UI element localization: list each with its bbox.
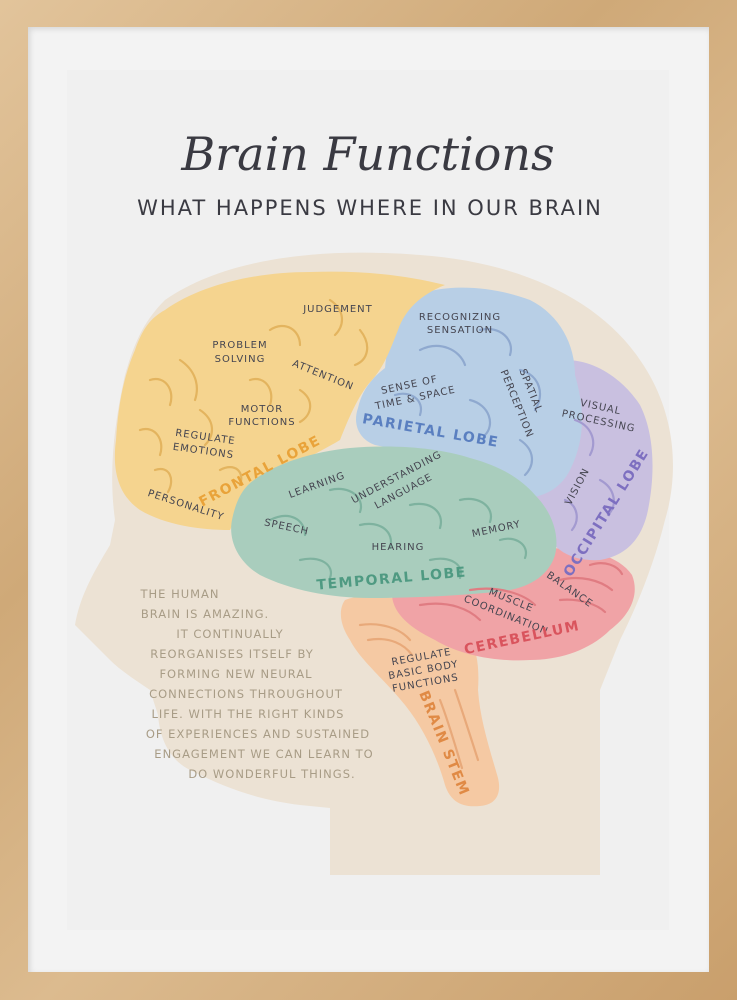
paragraph-line: REORGANISES ITSELF BY xyxy=(150,647,314,661)
description-paragraph: THE HUMAN BRAIN IS AMAZING. IT CONTINUAL… xyxy=(139,587,373,781)
temporal-lobe-region xyxy=(231,446,557,598)
poster-title: Brain Functions xyxy=(180,127,554,181)
label-recognizing: RECOGNIZING xyxy=(419,312,501,323)
paragraph-line: DO WONDERFUL THINGS. xyxy=(188,767,355,781)
label-sensation: SENSATION xyxy=(427,325,493,336)
brain-folds xyxy=(138,298,624,770)
paragraph-line: OF EXPERIENCES AND SUSTAINED xyxy=(146,727,370,741)
frontal-lobe-region xyxy=(114,271,446,530)
label-hearing: HEARING xyxy=(372,542,425,553)
label-motor: MOTOR xyxy=(241,404,283,415)
paragraph-line: BRAIN IS AMAZING. xyxy=(141,607,269,621)
label-solving: SOLVING xyxy=(215,354,266,365)
label-functions: FUNCTIONS xyxy=(228,417,295,428)
paragraph-line: FORMING NEW NEURAL xyxy=(159,667,312,681)
paragraph-line: ENGAGEMENT WE CAN LEARN TO xyxy=(154,747,373,761)
poster-subtitle: WHAT HAPPENS WHERE IN OUR BRAIN xyxy=(137,196,603,220)
label-problem: PROBLEM xyxy=(212,340,267,351)
label-judgement: JUDGEMENT xyxy=(302,304,373,315)
paragraph-line: CONNECTIONS THROUGHOUT xyxy=(149,687,343,701)
paragraph-line: THE HUMAN xyxy=(139,587,219,601)
paragraph-line: LIFE. WITH THE RIGHT KINDS xyxy=(152,707,345,721)
paragraph-line: IT CONTINUALLY xyxy=(176,627,283,641)
